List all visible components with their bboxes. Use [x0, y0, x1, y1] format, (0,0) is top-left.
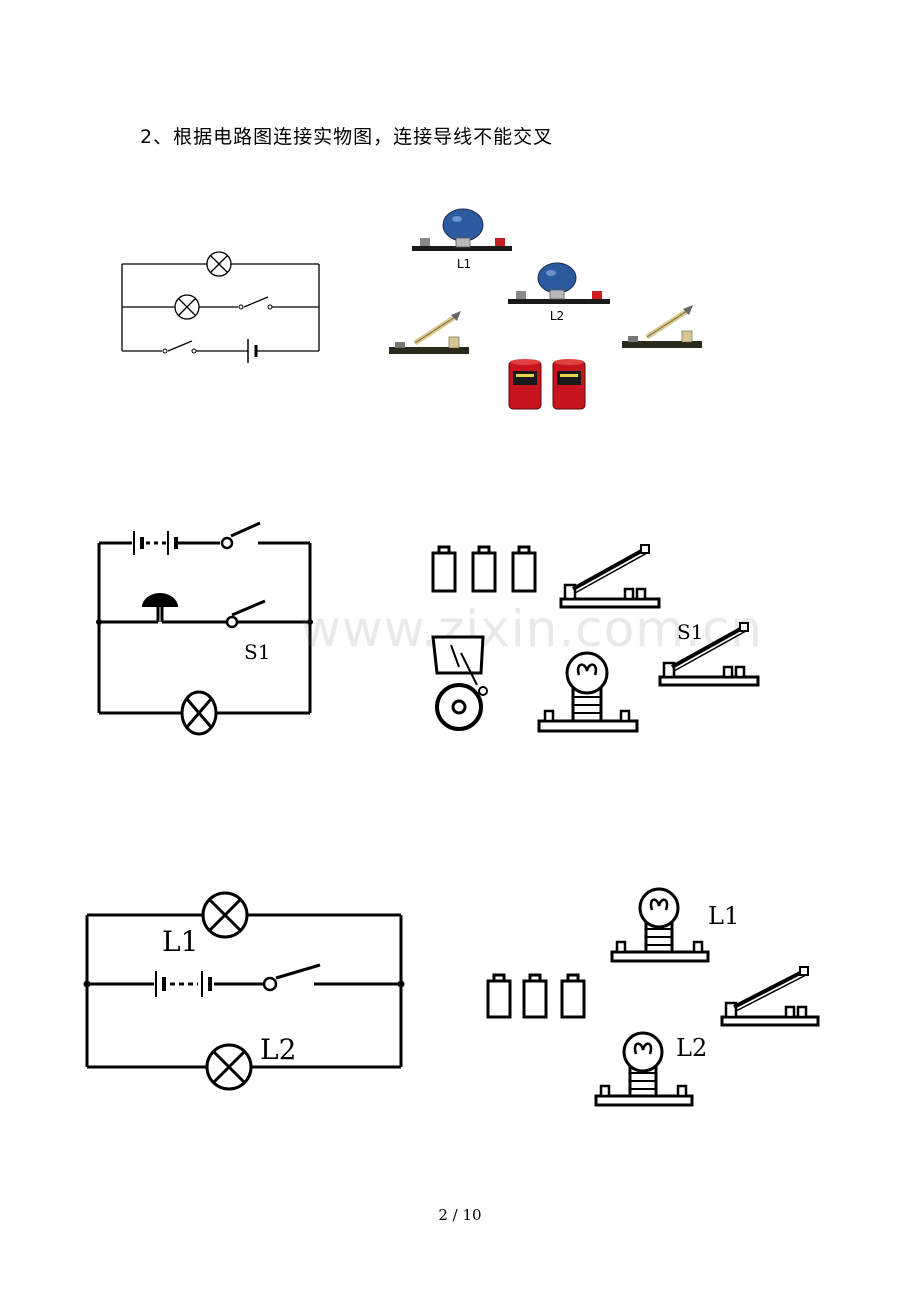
watermark: www.zixin.com.cn — [300, 600, 764, 658]
realistic-switch-left — [389, 311, 469, 354]
lamp-symbol-middle — [174, 294, 200, 320]
lamp-l2-label: L2 — [550, 309, 564, 323]
real-lamp-l1-label: L1 — [708, 902, 739, 930]
real-lamp-l1 — [610, 887, 710, 963]
real-components-3: L1 L2 — [486, 887, 820, 1107]
lamp-symbol-2 — [180, 690, 218, 736]
lamp-l2-symbol — [205, 1043, 253, 1091]
realistic-battery-1 — [508, 359, 542, 410]
realistic-lamp-l1: L1 — [412, 208, 512, 271]
real-lamp-l2-label: L2 — [676, 1034, 707, 1062]
realistic-lamp-l2: L2 — [508, 262, 610, 323]
real-components-1: L1 L2 — [389, 208, 702, 410]
circuit-diagram-3: L1 L2 — [83, 891, 405, 1091]
battery-cell-2 — [471, 545, 497, 593]
switch-s-contact — [220, 536, 234, 550]
real-lamp-l2 — [594, 1031, 694, 1107]
switch-s1-label: S1 — [244, 640, 270, 664]
circuit-diagram-2: S1 — [96, 521, 313, 736]
realistic-battery-2 — [552, 359, 586, 410]
knife-switch-top — [559, 544, 661, 609]
lamp-l1-label: L1 — [457, 257, 471, 271]
electric-bell — [431, 635, 488, 731]
knife-switch-s1 — [658, 622, 760, 687]
lamp-l1-symbol — [201, 891, 249, 939]
real-switch-s1-label: S1 — [677, 620, 703, 644]
battery-cell-3 — [511, 545, 537, 593]
lamp-symbol-top — [206, 251, 232, 277]
realistic-switch-right — [622, 305, 702, 348]
switch-s1-contact — [225, 615, 239, 629]
page-number: 2 / 10 — [438, 1206, 482, 1224]
battery-symbol — [247, 339, 258, 363]
battery-cell-1 — [431, 545, 457, 593]
real-components-2: S1 — [431, 544, 760, 733]
circuit3-lamp-l1-label: L1 — [162, 925, 198, 958]
battery-cell-a — [486, 973, 512, 1019]
battery-cell-c — [560, 973, 586, 1019]
knife-switch-3 — [720, 966, 820, 1027]
circuit3-lamp-l2-label: L2 — [260, 1033, 296, 1066]
battery-symbol-3 — [155, 971, 212, 997]
bell-symbol — [142, 593, 178, 622]
switch-symbol-middle — [238, 304, 273, 310]
switch-contact-3 — [262, 976, 278, 992]
battery-symbol-2 — [133, 531, 178, 555]
lamp-on-holder-2 — [537, 651, 639, 733]
circuit-diagram-1 — [121, 251, 320, 363]
question-text: 2、根据电路图连接实物图，连接导线不能交叉 — [140, 126, 554, 148]
switch-symbol-bottom — [162, 348, 197, 354]
battery-cell-b — [522, 973, 548, 1019]
